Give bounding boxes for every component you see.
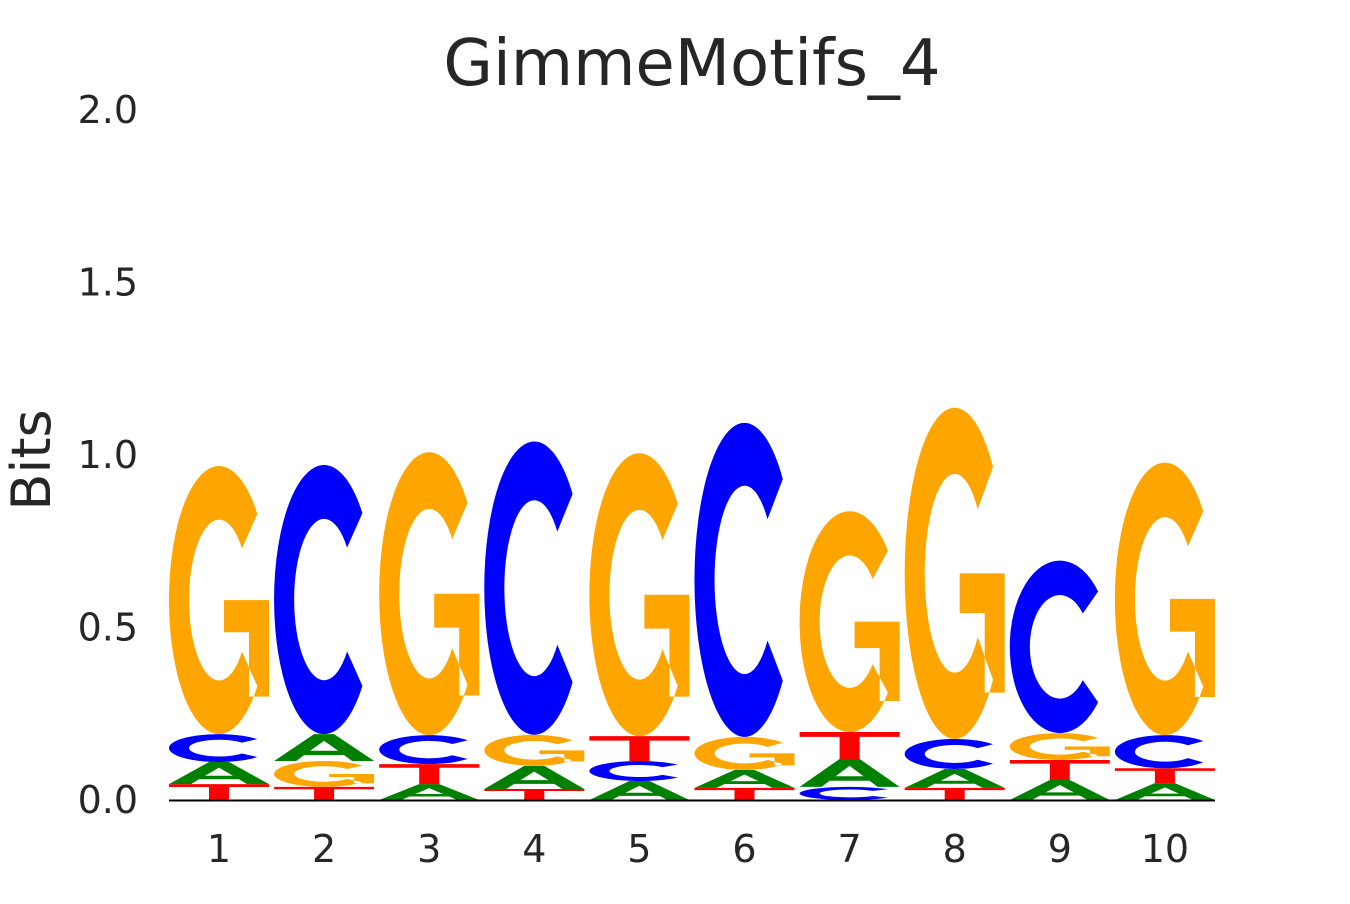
y-tick-label: 0.0 [78,778,138,822]
logo-letter-A [484,765,585,789]
logo-letters [168,407,1215,800]
logo-letter-A [1114,783,1215,800]
logo-letter-T [484,788,585,800]
y-tick-label: 2.0 [78,88,138,132]
logo-letter-A [589,781,690,800]
x-tick-label: 3 [417,827,441,871]
logo-letter-A [169,762,269,785]
logo-letter-T [169,784,269,800]
logo-letter-G [694,736,795,770]
logo-letter-C [484,441,573,735]
y-tick-label: 1.5 [78,261,138,305]
logo-letter-A [274,734,375,762]
x-ticks: 1 2 3 4 5 6 7 8 9 10 [207,827,1189,871]
logo-letter-C [904,738,993,769]
logo-letter-A [799,758,900,787]
x-tick-label: 9 [1048,827,1072,871]
logo-letter-C [379,735,468,765]
logo-letter-A [904,768,1005,788]
logo-letter-G [168,466,269,735]
logo-letter-C [799,786,888,800]
logo-letter-T [694,787,795,800]
logo-letter-T [589,736,690,762]
logo-letter-G [1114,462,1215,736]
x-tick-label: 7 [838,827,862,871]
logo-letter-G [379,452,480,736]
logo-letter-T [799,732,900,759]
y-tick-label: 1.0 [78,433,138,477]
logo-letter-T [1114,768,1215,784]
y-tick-label: 0.5 [78,606,138,650]
chart-title: GimmeMotifs_4 [443,27,940,101]
logo-letter-A [1009,779,1110,800]
x-tick-label: 6 [732,827,756,871]
logo-letter-C [694,422,783,737]
logo-letter-C [168,734,258,763]
logo-letter-G [274,761,375,787]
logo-letter-G [799,511,900,733]
x-tick-label: 10 [1141,827,1189,871]
x-tick-label: 8 [943,827,967,871]
x-tick-label: 5 [627,827,651,871]
y-ticks: 0.0 0.5 1.0 1.5 2.0 [78,88,138,822]
logo-letter-G [589,453,690,737]
logo-letter-G [1009,733,1110,760]
x-tick-label: 2 [312,827,336,871]
x-tick-label: 4 [522,827,546,871]
logo-letter-T [1009,759,1110,780]
logo-letter-G [484,734,585,766]
logo-letter-A [379,784,480,800]
logo-letter-A [694,769,795,788]
logo-letter-C [589,761,678,782]
logo-letter-C [274,465,363,735]
logo-letter-T [379,764,480,785]
x-tick-label: 1 [207,827,231,871]
logo-letter-T [274,786,375,800]
logo-letter-T [904,787,1005,800]
logo-letter-G [904,407,1005,739]
logo-letter-C [1009,560,1099,734]
y-axis-label: Bits [0,409,63,510]
logo-letter-C [1114,735,1204,769]
